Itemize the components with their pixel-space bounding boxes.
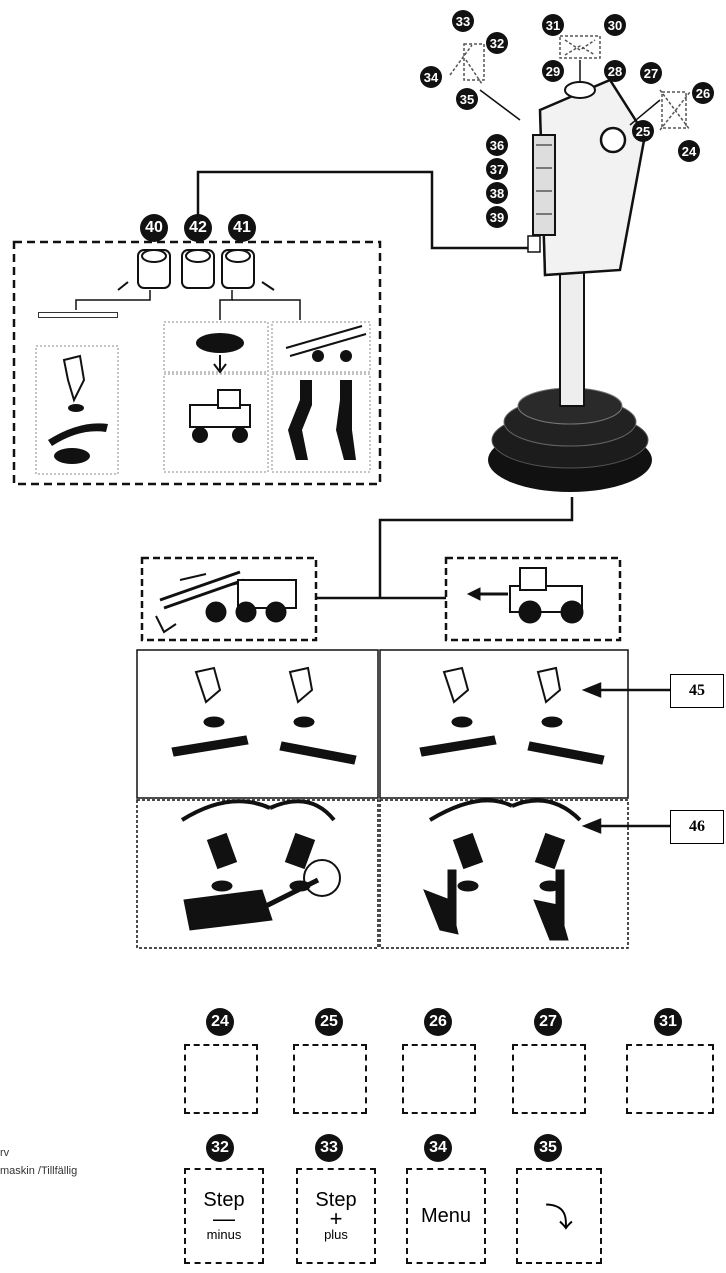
badge-25: 25 [632,120,654,142]
programable-choice-label [38,312,118,318]
legend-box-25 [293,1044,367,1114]
lever-key[interactable]: ⤵ [516,1168,602,1264]
menu-label: Menu [421,1205,471,1228]
minus-sign: — [213,1210,235,1228]
badge-38: 38 [486,182,508,204]
side-text-2: maskin /Tillfällig [0,1164,77,1178]
legend-badge-27: 27 [534,1008,562,1036]
plus-sign: + [330,1210,343,1228]
panel-drive-bottom [380,800,628,948]
badge-34: 34 [420,66,442,88]
crane-mode-pictogram [156,572,296,632]
legend-badge-25: 25 [315,1008,343,1036]
badge-24: 24 [678,140,700,162]
badge-29: 29 [542,60,564,82]
badge-35: 35 [456,88,478,110]
legend-badge-24: 24 [206,1008,234,1036]
step-minus-sub: minus [207,1228,242,1242]
badge-40: 40 [140,214,168,242]
panel-crane-bottom [137,800,378,948]
step-minus-key[interactable]: Step — minus [184,1168,264,1264]
legend-badge-34: 34 [424,1134,452,1162]
menu-key[interactable]: Menu [406,1168,486,1264]
badge-31: 31 [542,14,564,36]
side-text-1: rv [0,1146,9,1160]
switch-pictograms [48,326,366,464]
badge-26: 26 [692,82,714,104]
badge-37: 37 [486,158,508,180]
badge-41: 41 [228,214,256,242]
callout-45: 45 [670,674,724,708]
quadrant-pictograms [172,668,604,940]
legend-badge-26: 26 [424,1008,452,1036]
badge-39: 39 [486,206,508,228]
badge-27: 27 [640,62,662,84]
badge-32: 32 [486,32,508,54]
legend-box-26 [402,1044,476,1114]
drive-mode-pictogram [468,568,583,623]
legend-box-24 [184,1044,258,1114]
legend-badge-35: 35 [534,1134,562,1162]
badge-30: 30 [604,14,626,36]
callout-46: 46 [670,810,724,844]
panel-crane-top [137,650,378,798]
badge-36: 36 [486,134,508,156]
badge-28: 28 [604,60,626,82]
legend-badge-33: 33 [315,1134,343,1162]
legend-badge-32: 32 [206,1134,234,1162]
rocker-switch-icons [118,250,274,290]
badge-33: 33 [452,10,474,32]
step-plus-sub: plus [324,1228,348,1242]
legend-box-31 [626,1044,714,1114]
legend-box-27 [512,1044,586,1114]
badge-42: 42 [184,214,212,242]
legend-badge-31: 31 [654,1008,682,1036]
step-plus-key[interactable]: Step + plus [296,1168,376,1264]
panel-drive-top [380,650,628,798]
lever-icon: ⤵ [545,1196,573,1236]
